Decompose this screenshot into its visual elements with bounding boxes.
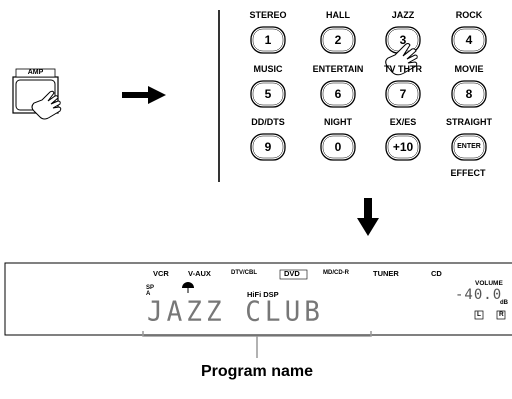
key-9-name: DD/DTS [251, 117, 285, 127]
key-10-name: NIGHT [324, 117, 352, 127]
key-11-name: EX/ES [389, 117, 417, 127]
hifi-dsp-label: HiFi DSP [247, 290, 279, 299]
program-name-caption: Program name [200, 363, 314, 380]
key-8-button[interactable] [451, 80, 487, 108]
sp-label: SP [146, 285, 155, 291]
key-6-button[interactable] [320, 80, 356, 108]
key-12-button[interactable] [451, 133, 487, 161]
input-vcr: VCR [153, 269, 169, 278]
key-12-label: ENTER [457, 143, 481, 150]
input-v-aux: V-AUX [188, 269, 211, 278]
key-9-label: 9 [264, 140, 272, 154]
left-indicator: L [477, 311, 481, 318]
key-5-name: MUSIC [253, 64, 283, 74]
input-cd: CD [431, 269, 442, 278]
program-display-text: JAZZ CLUB [147, 296, 324, 328]
remote-keys [250, 26, 487, 161]
key-6-name: ENTERTAIN [312, 64, 364, 74]
key-11-label: +10 [392, 140, 414, 154]
key-12-name: STRAIGHT [446, 117, 492, 127]
key-10-button[interactable] [320, 133, 356, 161]
input-dtv-cbl: DTV/CBL [231, 270, 257, 276]
sp-sub-label: A [146, 291, 151, 297]
key-7-label: 7 [399, 87, 407, 101]
key-1-button[interactable] [250, 26, 286, 54]
key-4-button[interactable] [451, 26, 487, 54]
amp-label-box [15, 68, 56, 78]
input-tuner: TUNER [373, 269, 399, 278]
input-dvd: DVD [284, 269, 300, 278]
dvd-indicator-box [279, 269, 308, 280]
input-md-cd-r: MD/CD-R [323, 270, 349, 276]
key-11-button[interactable] [385, 133, 421, 161]
hand-pointer-icon [385, 43, 418, 76]
left-indicator-box [474, 310, 484, 320]
key-7-name: TV THTR [384, 64, 422, 74]
key-3-label: 3 [399, 33, 407, 47]
key-2-label: 2 [334, 33, 342, 47]
key-9-button[interactable] [250, 133, 286, 161]
key-1-name: STEREO [249, 10, 287, 20]
key-4-name: ROCK [455, 10, 483, 20]
right-indicator: R [499, 311, 504, 318]
arrow-down-icon [357, 198, 379, 236]
key-2-name: HALL [326, 10, 350, 20]
right-indicator-box [496, 310, 506, 320]
key-5-label: 5 [264, 87, 272, 101]
program-bracket [142, 331, 372, 358]
display-panel [4, 262, 512, 336]
dsp-indicator-icon [182, 282, 194, 288]
hand-icon [31, 90, 62, 120]
volume-value: -40.0 [455, 287, 503, 303]
db-label: dB [500, 300, 508, 306]
volume-label: VOLUME [475, 280, 503, 287]
key-2-button[interactable] [320, 26, 356, 54]
key-7-button[interactable] [385, 80, 421, 108]
key-5-button[interactable] [250, 80, 286, 108]
effect-label: EFFECT [450, 168, 486, 178]
key-6-label: 6 [334, 87, 342, 101]
key-8-name: MOVIE [454, 64, 484, 74]
arrow-right-icon [122, 86, 166, 104]
key-8-label: 8 [465, 87, 473, 101]
key-1-label: 1 [264, 33, 272, 47]
amp-label: AMP [27, 69, 44, 76]
key-10-label: 0 [334, 140, 342, 154]
key-4-label: 4 [465, 33, 473, 47]
key-3-name: JAZZ [391, 10, 415, 20]
